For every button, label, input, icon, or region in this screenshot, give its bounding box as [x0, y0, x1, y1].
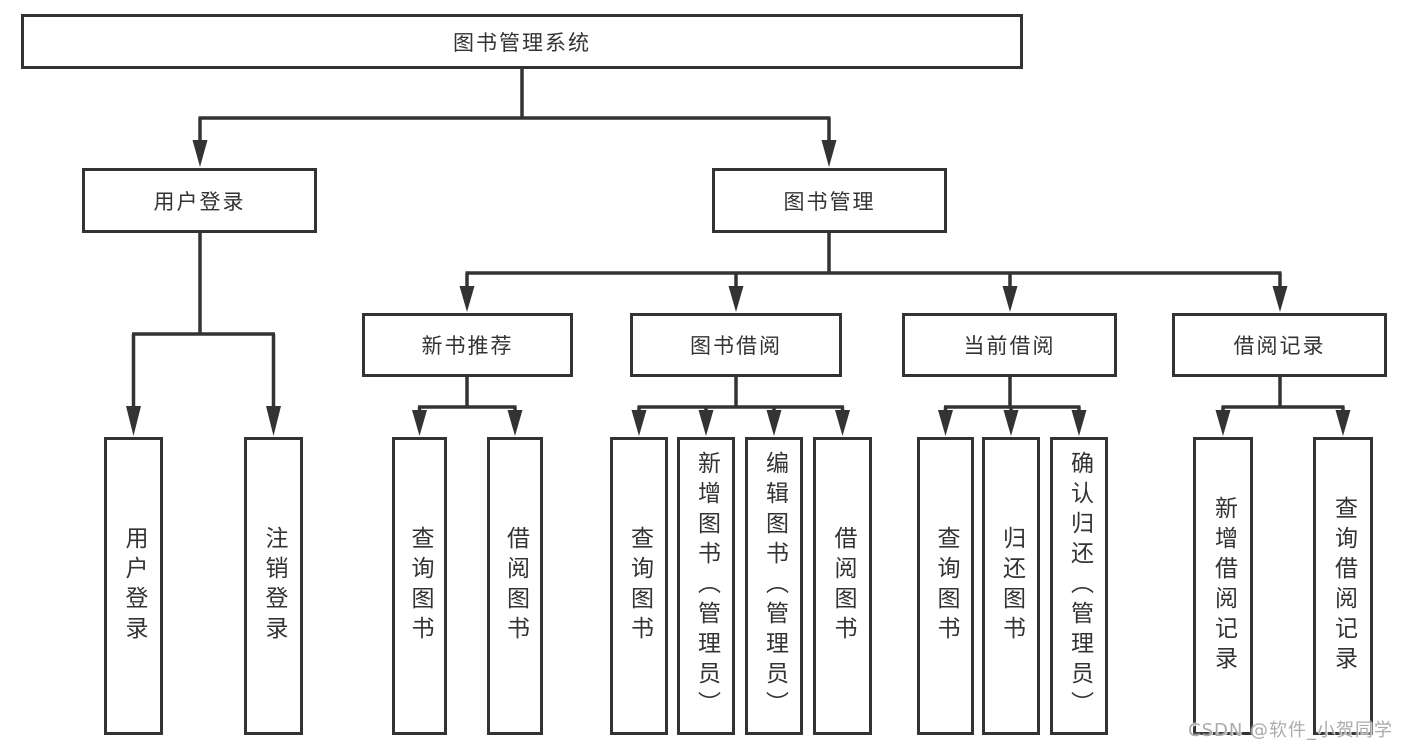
leaf-query-books-current: 查询图书 [917, 437, 974, 735]
leaf-edit-books-admin: 编辑图书（管理员） [745, 437, 803, 735]
leaf-add-books-admin: 新增图书（管理员） [677, 437, 735, 735]
node-label: 确认归还（管理员） [1066, 451, 1093, 721]
node-label: 新书推荐 [421, 334, 514, 358]
node-label: 用户登录 [153, 189, 246, 214]
csdn-watermark: CSDN @软件_小贺同学 [1188, 720, 1394, 741]
node-label: 新增图书（管理员） [693, 451, 720, 721]
node-label: 新增借阅记录 [1210, 496, 1237, 676]
node-label: 注销登录 [261, 526, 287, 646]
leaf-borrow-books-recommend: 借阅图书 [487, 437, 543, 735]
node-label: 图书管理 [783, 189, 876, 214]
node-label: 用户登录 [121, 526, 147, 646]
leaf-logout-login: 注销登录 [244, 437, 303, 735]
leaf-user-login: 用户登录 [104, 437, 163, 735]
leaf-confirm-return-admin: 确认归还（管理员） [1050, 437, 1108, 735]
node-label: 编辑图书（管理员） [761, 451, 788, 721]
node-book-management: 图书管理 [712, 168, 947, 233]
node-current-borrow: 当前借阅 [902, 313, 1117, 377]
node-label: 当前借阅 [963, 334, 1056, 358]
leaf-add-borrow-record: 新增借阅记录 [1193, 437, 1253, 735]
leaf-return-books: 归还图书 [982, 437, 1040, 735]
node-label: 查询借阅记录 [1330, 496, 1357, 676]
node-new-book-recommend: 新书推荐 [362, 313, 573, 377]
node-label: 图书借阅 [690, 334, 782, 358]
node-label: 查询图书 [626, 526, 653, 646]
node-borrow-records: 借阅记录 [1172, 313, 1387, 377]
node-library-management-system: 图书管理系统 [21, 14, 1023, 69]
node-label: 图书管理系统 [453, 30, 591, 55]
node-label: 归还图书 [998, 526, 1025, 646]
leaf-query-books-recommend: 查询图书 [392, 437, 447, 735]
leaf-query-books-borrow: 查询图书 [610, 437, 668, 735]
leaf-borrow-books: 借阅图书 [813, 437, 872, 735]
node-label: 借阅记录 [1233, 334, 1326, 358]
node-user-login: 用户登录 [82, 168, 317, 233]
node-label: 查询图书 [407, 526, 433, 646]
leaf-query-borrow-record: 查询借阅记录 [1313, 437, 1373, 735]
node-label: 借阅图书 [830, 526, 856, 646]
node-label: 借阅图书 [502, 526, 529, 646]
node-book-borrow: 图书借阅 [630, 313, 842, 377]
node-label: 查询图书 [933, 526, 959, 646]
